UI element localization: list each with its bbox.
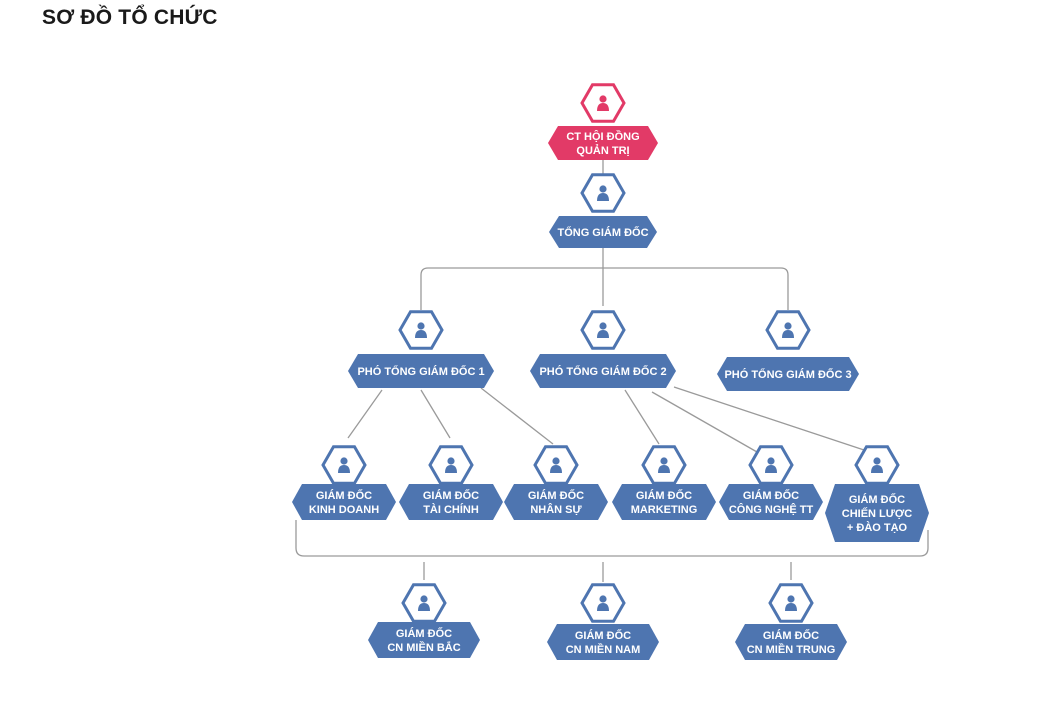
page-title: SƠ ĐỒ TỔ CHỨC <box>42 6 218 29</box>
node-label: CN MIỀN TRUNG <box>747 643 836 656</box>
connector-vp2-marketing <box>624 389 660 445</box>
node-banner <box>348 354 494 388</box>
node-label: CHIẾN LƯỢC <box>842 507 913 520</box>
node-label: GIÁM ĐỐC <box>423 488 479 502</box>
connector-vp1-sales <box>347 389 383 439</box>
node-label: GIÁM ĐỐC <box>396 626 452 640</box>
node-banner <box>612 484 716 520</box>
node-label: GIÁM ĐỐC <box>636 488 692 502</box>
person-icon <box>748 445 794 485</box>
node-banner <box>549 216 657 248</box>
node-label: QUẢN TRỊ <box>576 144 629 157</box>
person-icon <box>580 310 626 350</box>
node-vp1: PHÓ TỔNG GIÁM ĐỐC 1 <box>348 310 494 388</box>
node-label: TỔNG GIÁM ĐỐC <box>557 225 648 239</box>
person-icon <box>580 173 626 213</box>
connector-directors-bracket <box>295 520 929 557</box>
node-label: GIÁM ĐỐC <box>575 628 631 642</box>
person-icon <box>401 583 447 623</box>
person-icon <box>641 445 687 485</box>
node-dir-sales: GIÁM ĐỐC KINH DOANH <box>292 445 396 520</box>
node-label: NHÂN SỰ <box>530 503 582 516</box>
node-banner <box>719 484 823 520</box>
connector-vp2-it <box>651 391 758 453</box>
node-banner <box>368 622 480 658</box>
node-dir-marketing: GIÁM ĐỐC MARKETING <box>612 445 716 520</box>
node-label: CT HỘI ĐỒNG <box>566 130 639 143</box>
node-label: + ĐÀO TẠO <box>847 521 908 534</box>
connector-vp2-strategy <box>673 386 865 451</box>
node-banner <box>399 484 503 520</box>
node-label: CN MIỀN BẮC <box>387 641 460 654</box>
connector-lines <box>295 160 929 582</box>
connector-vp1-hr <box>480 387 554 445</box>
person-icon <box>580 583 626 623</box>
connector-vp1-finance <box>420 389 451 439</box>
node-banner <box>825 484 929 542</box>
node-label: CN MIỀN NAM <box>566 643 641 656</box>
node-banner <box>530 354 676 388</box>
node-label: PHÓ TỔNG GIÁM ĐỐC 3 <box>724 367 851 381</box>
node-label: GIÁM ĐỐC <box>743 488 799 502</box>
node-banner <box>547 624 659 660</box>
node-banner <box>735 624 847 660</box>
person-icon <box>398 310 444 350</box>
node-banner <box>548 126 658 160</box>
node-banner <box>292 484 396 520</box>
person-icon <box>580 83 626 123</box>
node-label: GIÁM ĐỐC <box>316 488 372 502</box>
person-icon <box>533 445 579 485</box>
person-icon <box>321 445 367 485</box>
person-icon <box>428 445 474 485</box>
person-icon <box>768 583 814 623</box>
node-label: PHÓ TỔNG GIÁM ĐỐC 2 <box>539 364 666 378</box>
person-icon <box>854 445 900 485</box>
node-label: KINH DOANH <box>309 504 379 516</box>
person-icon <box>765 310 811 350</box>
node-label: GIÁM ĐỐC <box>528 488 584 502</box>
node-label: MARKETING <box>631 504 698 516</box>
node-vp3: PHÓ TỔNG GIÁM ĐỐC 3 <box>717 310 859 391</box>
node-vp2: PHÓ TỔNG GIÁM ĐỐC 2 <box>530 310 676 388</box>
node-label: GIÁM ĐỐC <box>763 628 819 642</box>
node-label: CÔNG NGHỆ TT <box>729 503 814 516</box>
node-label: PHÓ TỔNG GIÁM ĐỐC 1 <box>357 364 484 378</box>
node-ceo: TỔNG GIÁM ĐỐC <box>549 173 657 248</box>
node-banner <box>717 357 859 391</box>
connector-ceo-vp-bracket <box>420 267 789 310</box>
node-label: GIÁM ĐỐC <box>849 492 905 506</box>
node-banner <box>504 484 608 520</box>
node-label: TÀI CHÍNH <box>423 503 479 516</box>
